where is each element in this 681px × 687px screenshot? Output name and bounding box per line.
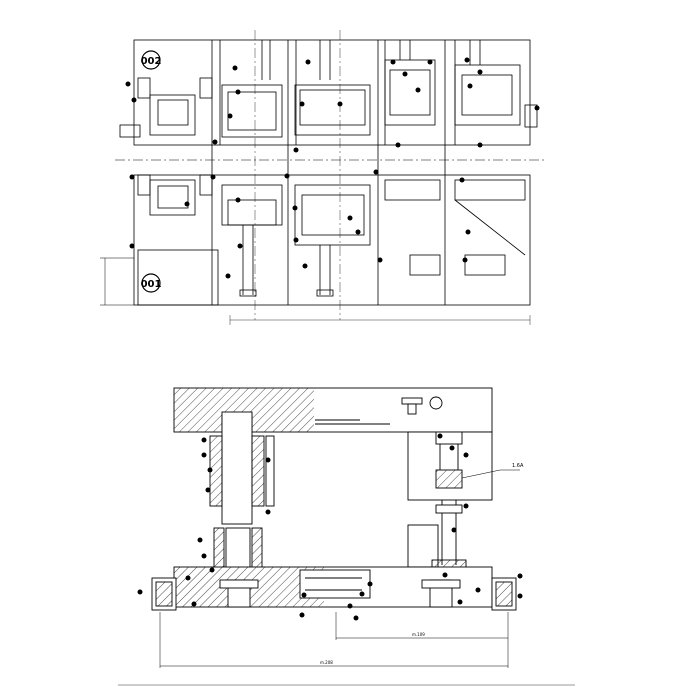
plan-callouts — [125, 57, 540, 279]
label-002-balloon: 002 — [141, 50, 162, 70]
label-002-text: 002 — [141, 56, 162, 67]
section-annotation: 1.6A — [512, 463, 524, 469]
label-001-text: 001 — [141, 279, 162, 290]
label-001-balloon: 001 — [141, 273, 162, 293]
guide-pillar — [221, 411, 253, 525]
section-view — [118, 387, 575, 686]
plan-view — [100, 30, 545, 325]
section-callouts — [137, 433, 523, 621]
dimension-long: m.208 — [320, 660, 333, 665]
plan-upper-frame — [133, 39, 531, 146]
dimension-short: m.109 — [412, 632, 425, 637]
plan-lower-frame — [133, 174, 531, 306]
